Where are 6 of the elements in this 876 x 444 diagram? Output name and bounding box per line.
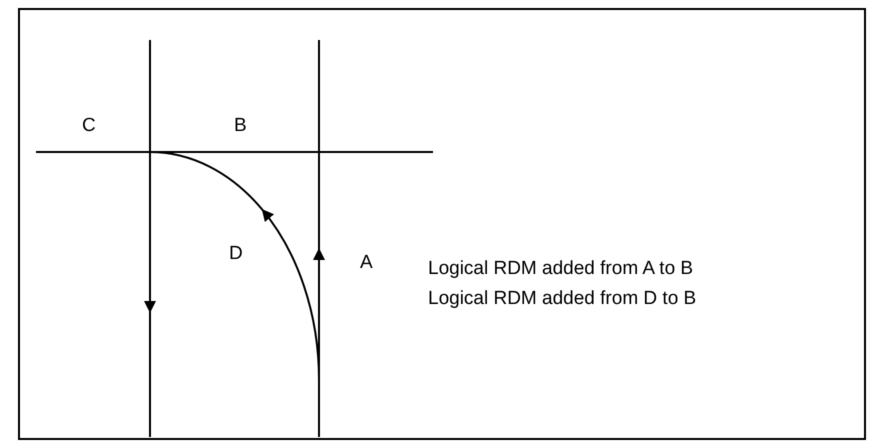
lane-letter: D [229,243,243,265]
note-text: Logical RDM added from A to B [428,258,694,280]
note-text: Logical RDM added from D to B [428,288,696,310]
lane-letter: A [360,252,373,274]
lane-letter: C [82,115,96,137]
lane-letter: B [234,115,247,137]
